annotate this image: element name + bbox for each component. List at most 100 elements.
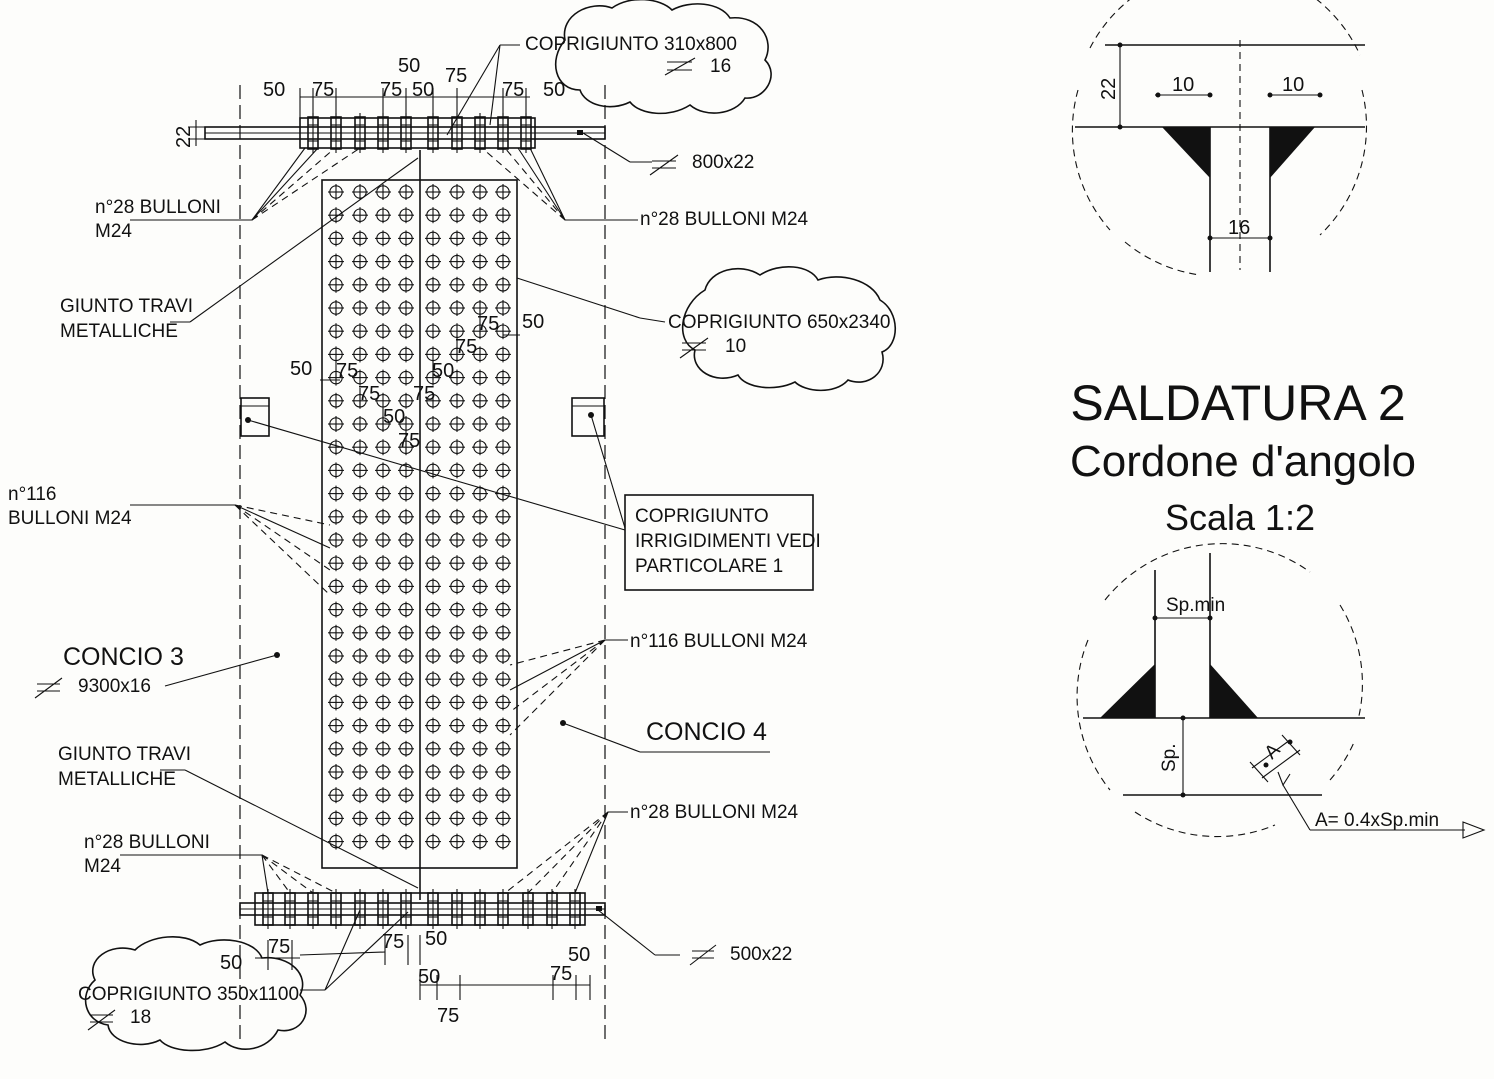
bolts-top-left-line2: M24 <box>95 221 132 242</box>
bolt <box>472 230 488 247</box>
bottom-dim-6: 75 <box>437 1005 459 1027</box>
bolt <box>398 532 414 548</box>
concio3-callout: CONCIO 3 9300x16 <box>34 643 280 699</box>
weld-detail-1: 22 10 10 16 <box>1071 0 1368 276</box>
coprigiunto-bottom-thk: 18 <box>130 1007 151 1028</box>
bolt <box>398 230 414 247</box>
bolt <box>449 764 465 780</box>
bolt <box>472 207 488 224</box>
bolt <box>495 717 511 734</box>
bolt <box>495 462 511 479</box>
detail1-c-label: 16 <box>1228 217 1250 239</box>
bottom-dim-1: 50 <box>220 952 242 974</box>
bolt <box>449 601 465 618</box>
bolt <box>449 508 465 525</box>
web-dim-10: 50 <box>522 311 544 333</box>
top-dim-chain: 50 75 75 50 50 75 75 50 <box>263 55 565 120</box>
plate-bottom-callout: 500x22 <box>597 909 792 966</box>
bolt <box>375 740 391 757</box>
bolt <box>472 416 488 432</box>
flange-bolt <box>474 113 486 153</box>
bolt <box>398 787 414 804</box>
bolt <box>425 230 441 247</box>
bolt <box>495 416 511 432</box>
bolt <box>398 694 414 711</box>
bolt <box>425 532 441 548</box>
bolt <box>328 485 344 502</box>
bolt <box>495 485 511 502</box>
bolt <box>352 648 368 664</box>
bolt <box>328 508 344 525</box>
bolt <box>398 323 414 340</box>
bolt <box>328 392 344 409</box>
bolt <box>472 833 488 850</box>
bolt <box>449 369 465 386</box>
weld-detail-2: Sp.min Sp. A A= 0.4xSp.min <box>1076 543 1486 839</box>
bolt <box>375 508 391 525</box>
bolt <box>352 578 368 595</box>
bolt <box>495 300 511 316</box>
bolt <box>398 416 414 432</box>
web-dim-6: 75 <box>413 383 435 405</box>
bolt <box>449 276 465 293</box>
bolt <box>375 300 391 316</box>
bolt <box>352 253 368 270</box>
bolt <box>398 207 414 224</box>
bolt <box>425 787 441 804</box>
web-dim-3: 75 <box>358 383 380 405</box>
title-saldatura: SALDATURA 2 <box>1070 375 1405 431</box>
bottom-dims: 50 75 75 50 50 75 50 75 <box>220 928 591 1027</box>
bolt <box>449 787 465 804</box>
bolt <box>449 648 465 664</box>
bolt <box>328 671 344 688</box>
bolt <box>375 555 391 572</box>
bolt <box>472 764 488 780</box>
bolt <box>425 276 441 293</box>
bolt <box>352 184 368 200</box>
bolt <box>425 184 441 200</box>
bolts-top-right-label: n°28 BULLONI M24 <box>640 209 809 230</box>
flange-bolt <box>354 889 366 929</box>
bolt <box>472 601 488 618</box>
bolt <box>425 462 441 479</box>
detail1-t-label: 22 <box>1098 78 1120 100</box>
bolt <box>495 276 511 293</box>
bolt <box>375 369 391 386</box>
bottom-flange <box>239 889 606 929</box>
bolts-bottom-left-callout: n°28 BULLONI M24 <box>84 832 337 894</box>
bolt <box>352 601 368 618</box>
bolts-top-right-callout: n°28 BULLONI M24 <box>481 147 809 230</box>
bolt <box>398 462 414 479</box>
bolt <box>449 694 465 711</box>
bolt <box>375 694 391 711</box>
bolt <box>398 671 414 688</box>
bolt <box>425 323 441 340</box>
bolt <box>495 439 511 456</box>
flange-bolt <box>377 889 389 929</box>
bolt <box>375 624 391 641</box>
bolt <box>398 346 414 363</box>
bolt <box>375 439 391 456</box>
web-dim-5: 75 <box>398 430 420 452</box>
bolt <box>328 601 344 618</box>
bolt <box>472 485 488 502</box>
bolt <box>398 624 414 641</box>
top-dim-3: 75 <box>380 79 402 101</box>
bolt <box>472 555 488 572</box>
web-dim-2: 75 <box>336 360 358 382</box>
bolt <box>449 555 465 572</box>
bolt <box>328 555 344 572</box>
bolt <box>472 184 488 200</box>
bolt <box>449 485 465 502</box>
bolt <box>352 230 368 247</box>
bolt <box>328 740 344 757</box>
bolt <box>328 717 344 734</box>
thickness-22-label: 22 <box>173 126 195 148</box>
giunto-top-line2: METALLICHE <box>60 321 178 342</box>
bolt <box>352 207 368 224</box>
bolt <box>375 184 391 200</box>
bolt <box>449 207 465 224</box>
bolts-bottom-right-callout: n°28 BULLONI M24 <box>504 802 799 894</box>
web-dim-7: 50 <box>432 360 454 382</box>
